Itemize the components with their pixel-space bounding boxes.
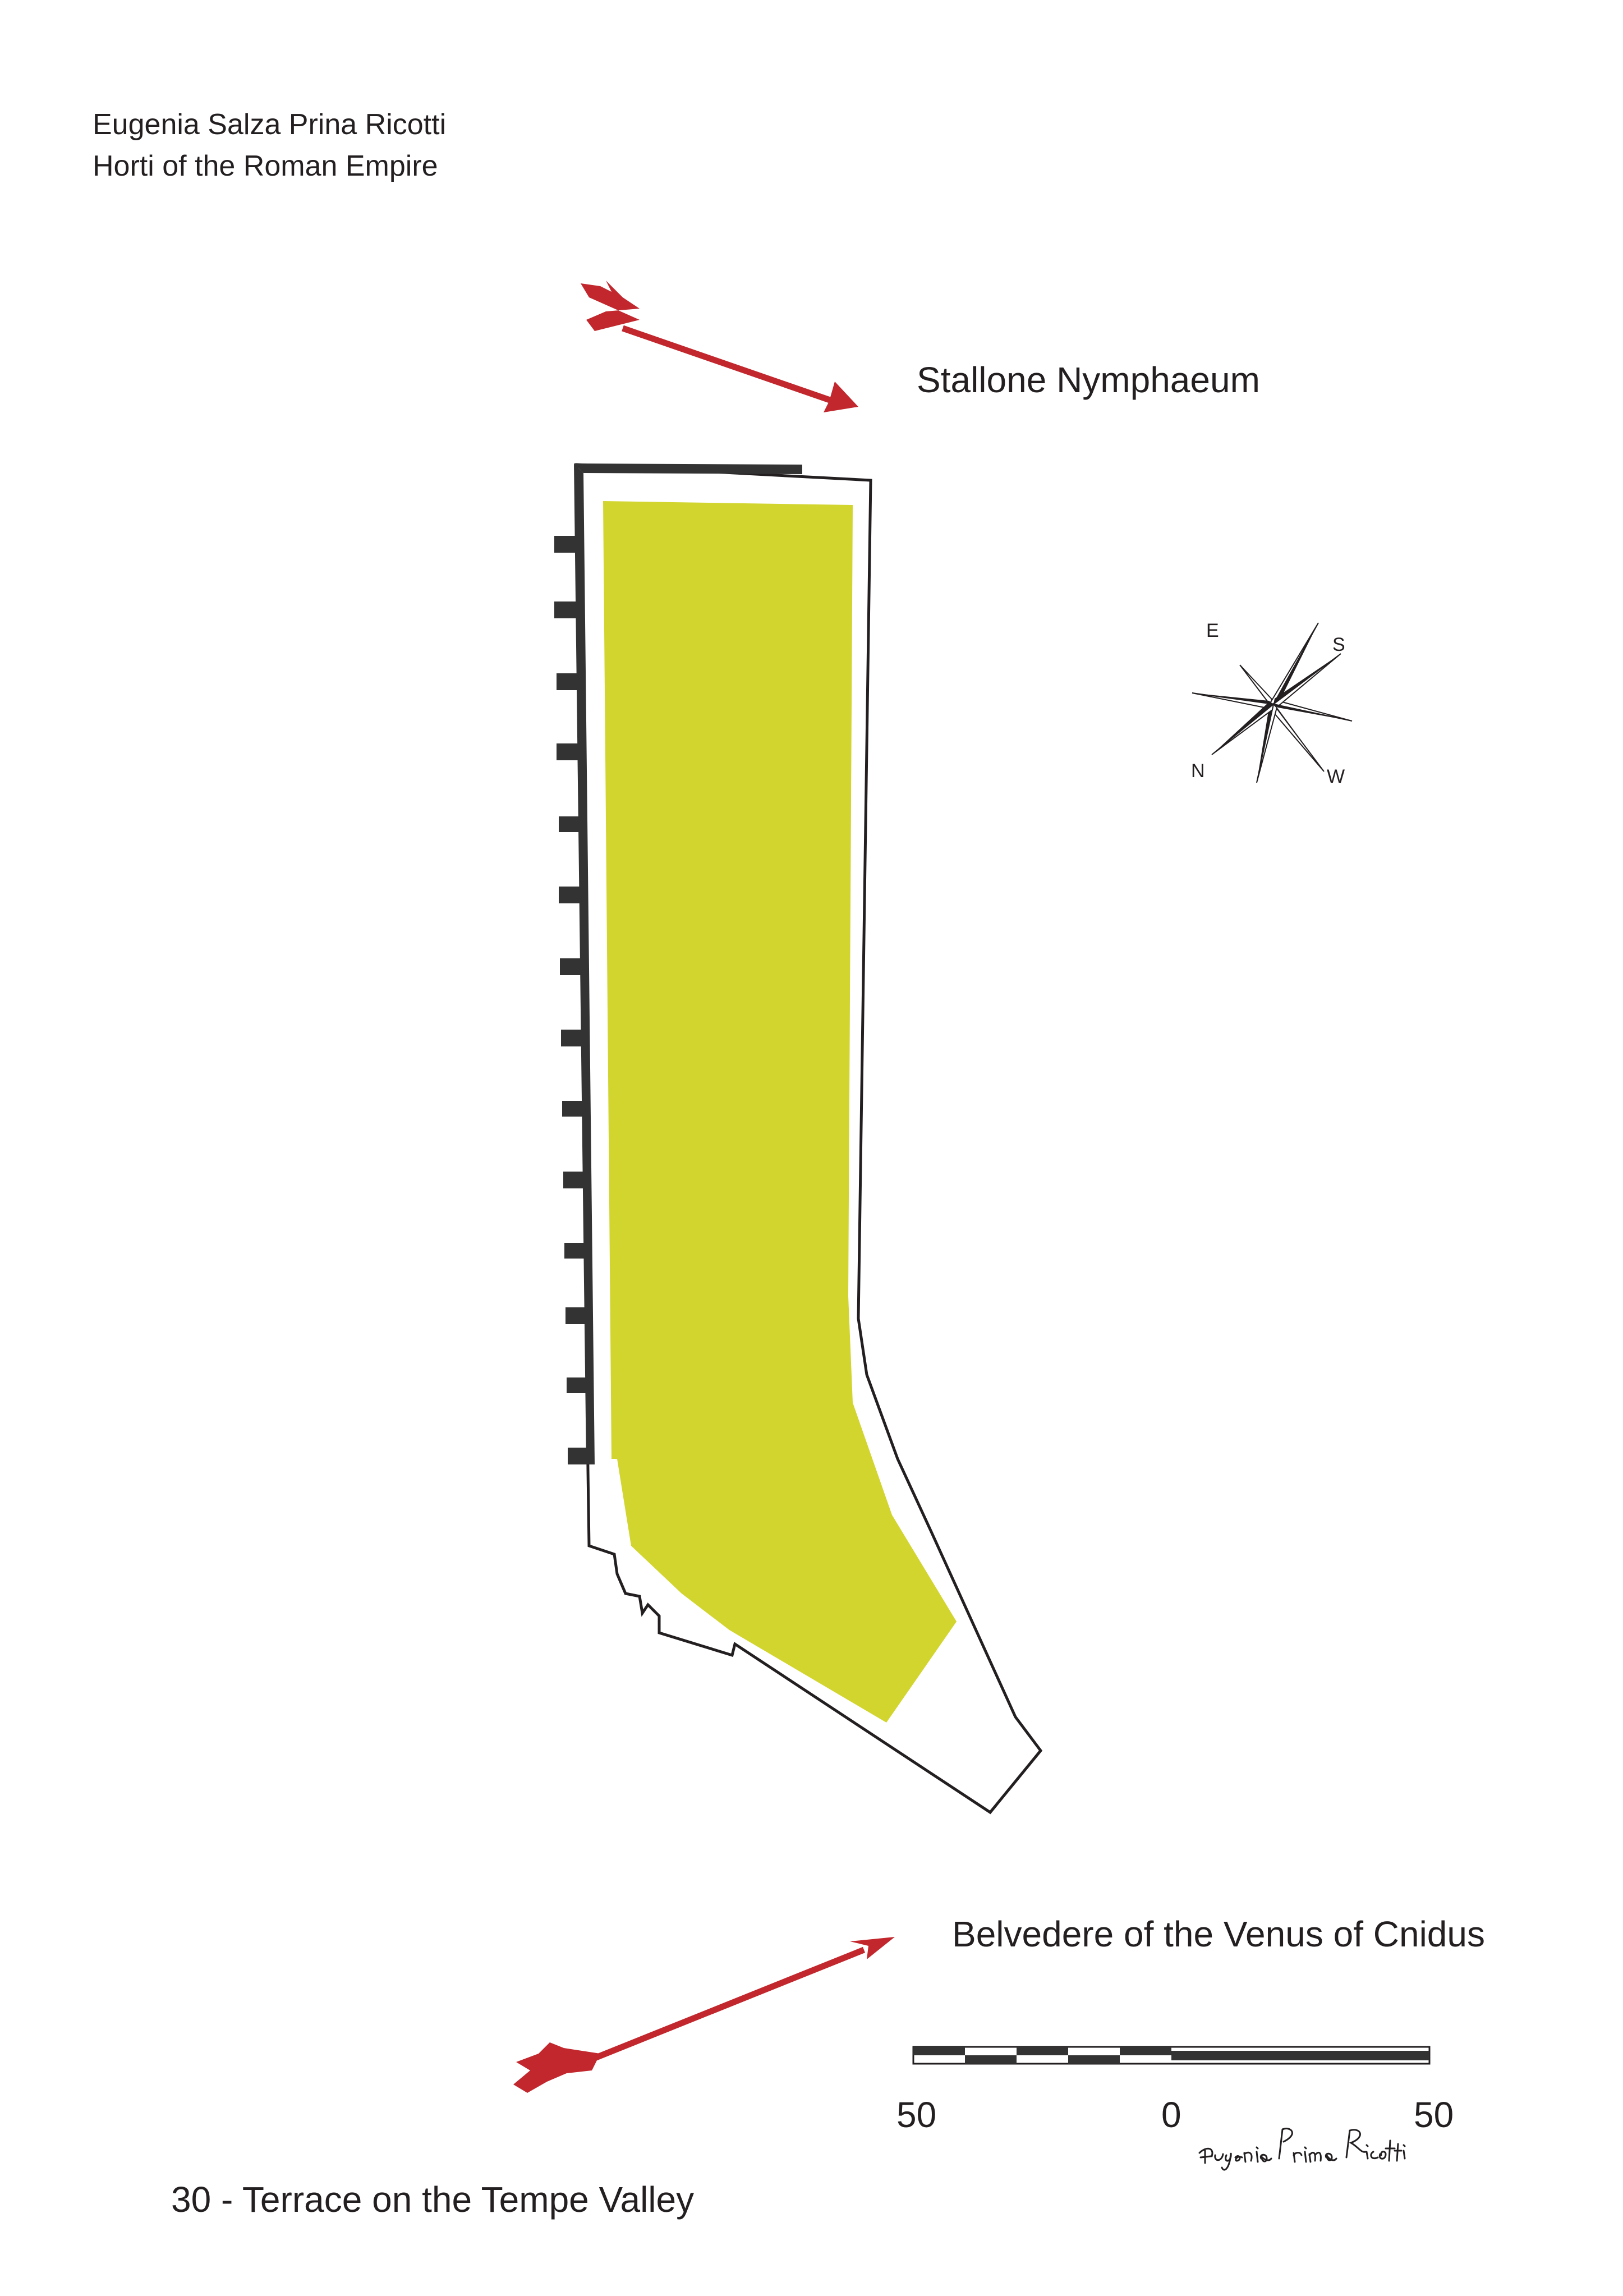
- compass-label-e: E: [1206, 620, 1219, 641]
- buttress: [565, 1307, 588, 1324]
- buttress: [562, 1101, 585, 1117]
- buttress: [554, 601, 577, 618]
- compass-rose-icon: [1192, 622, 1353, 783]
- buttress: [559, 816, 581, 832]
- arrowhead-icon: [824, 382, 858, 412]
- scale-label-right: 50: [1414, 2095, 1454, 2135]
- arrow-fletching-icon: [581, 281, 640, 331]
- terrace-walls: [554, 463, 802, 1464]
- buttress: [560, 958, 582, 975]
- arrow-fletching-icon: [513, 2042, 600, 2093]
- arrow-shaft: [622, 325, 834, 405]
- scale-bar: [912, 2046, 1431, 2065]
- author-name: Eugenia Salza Prina Ricotti: [93, 108, 447, 141]
- buttress: [564, 1243, 587, 1259]
- buttress: [557, 673, 579, 690]
- arrow-shaft: [576, 1946, 866, 2068]
- buttress: [554, 536, 577, 553]
- buttress: [563, 1172, 586, 1188]
- figure-caption: 30 - Terrace on the Tempe Valley: [171, 2179, 695, 2220]
- compass-label-w: W: [1327, 766, 1345, 787]
- scale-label-center: 0: [1161, 2095, 1181, 2135]
- belvedere-label: Belvedere of the Venus of Cnidus: [952, 1914, 1485, 1954]
- stallone-nymphaeum-label: Stallone Nymphaeum: [917, 360, 1260, 400]
- buttress: [559, 887, 581, 903]
- buttress: [561, 1030, 583, 1046]
- signature-image: [1198, 2128, 1406, 2171]
- buttress: [568, 1448, 590, 1464]
- author-block: Eugenia Salza Prina Ricotti Horti of the…: [93, 104, 446, 187]
- arrow-to-stallone-nymphaeum: [581, 281, 858, 412]
- north-wall: [574, 463, 802, 474]
- book-title: Horti of the Roman Empire: [93, 150, 438, 182]
- buttress: [567, 1377, 589, 1393]
- west-wall: [574, 463, 595, 1464]
- compass-label-s: S: [1332, 634, 1345, 655]
- scale-label-left: 50: [896, 2095, 937, 2135]
- arrow-to-belvedere: [513, 1937, 895, 2093]
- terrace-garden-area: [603, 501, 957, 1723]
- buttress: [557, 743, 579, 760]
- compass-label-n: N: [1191, 760, 1205, 782]
- arrowhead-icon: [850, 1937, 895, 1959]
